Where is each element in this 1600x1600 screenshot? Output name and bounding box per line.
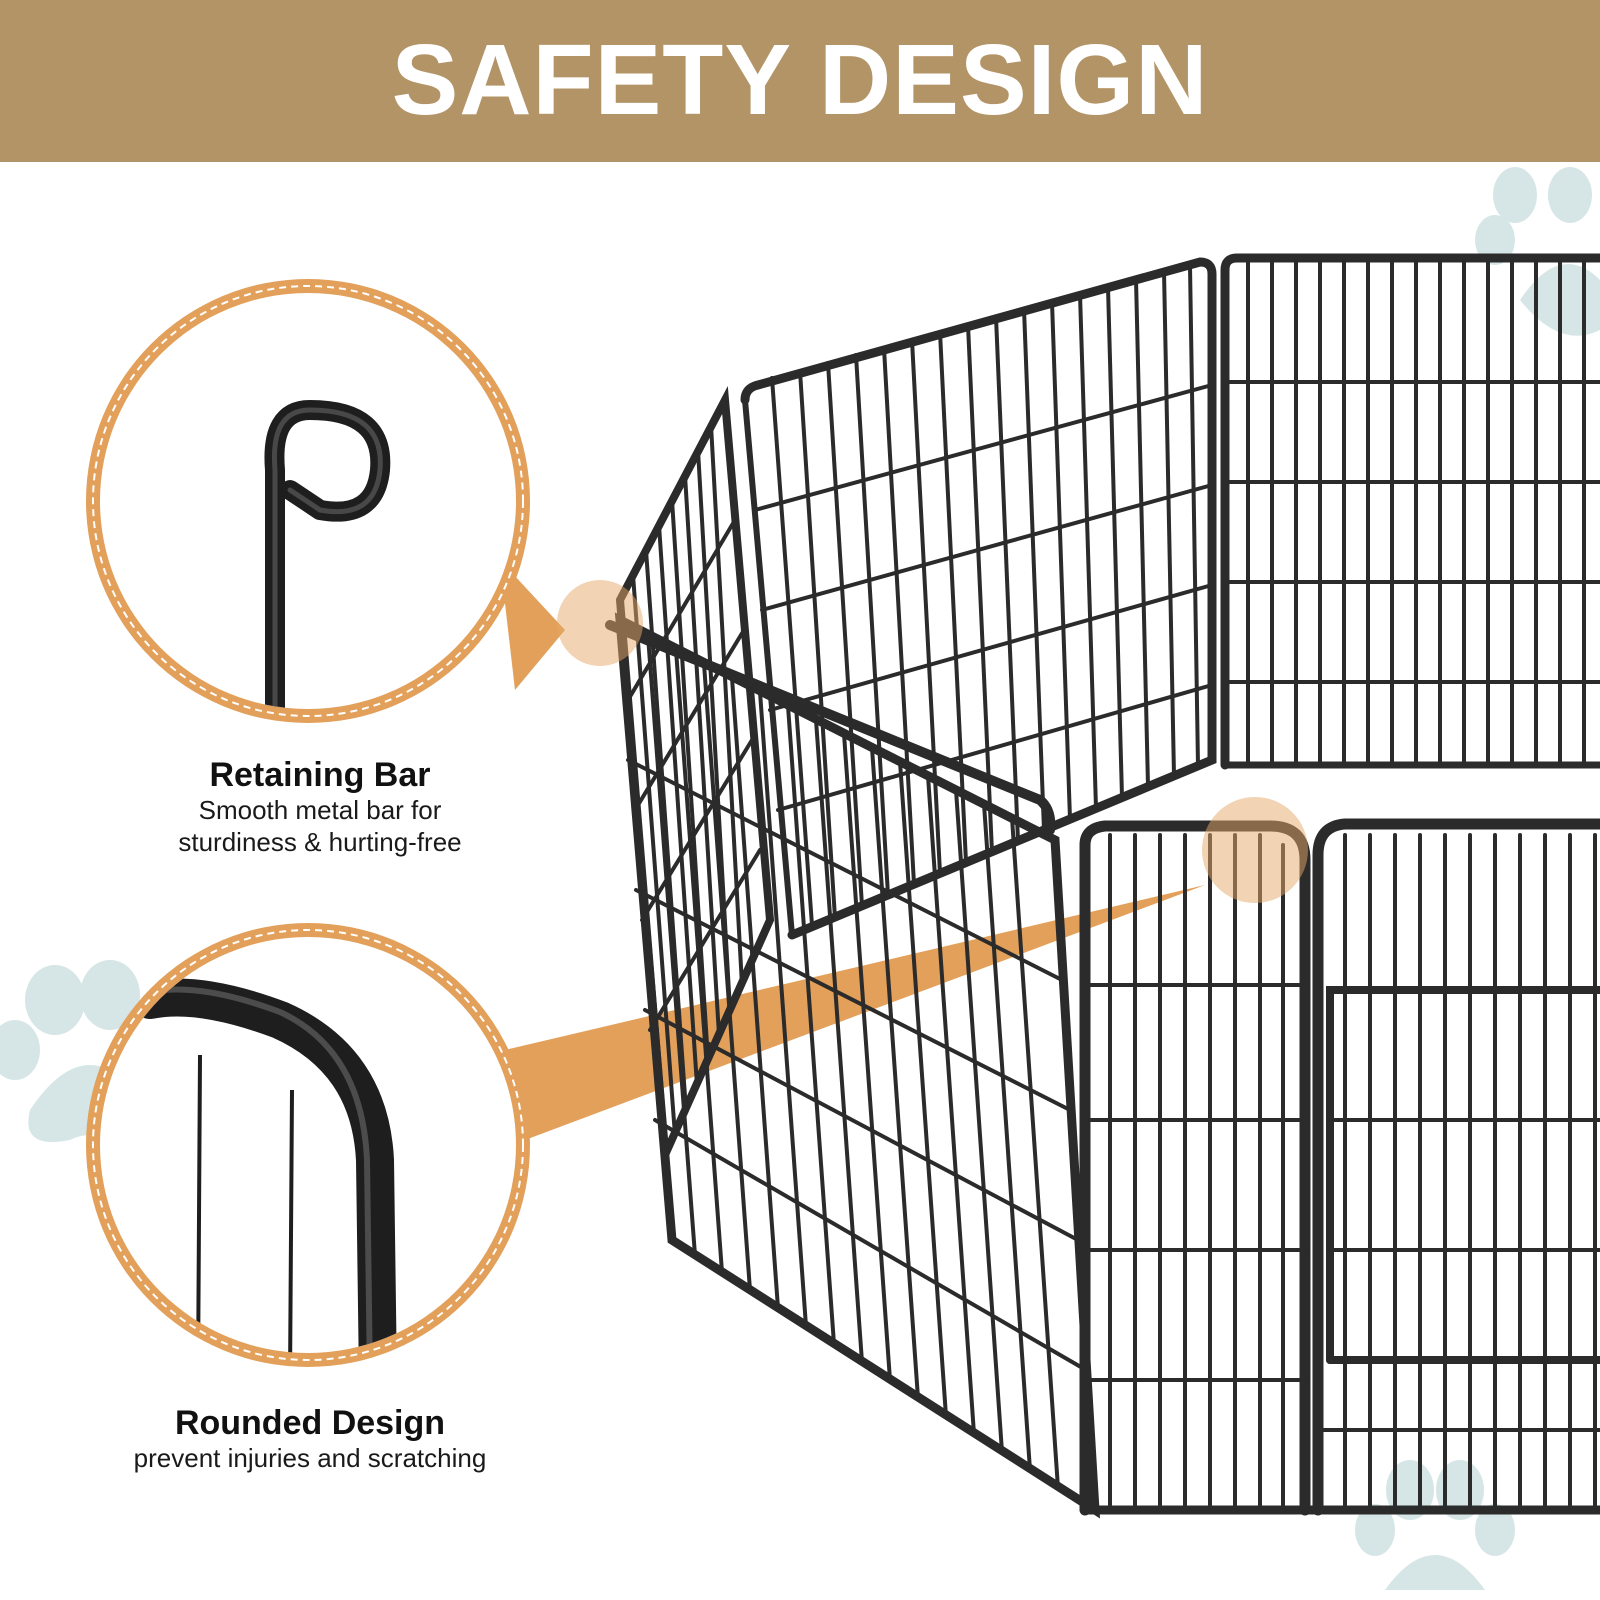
fence-panel — [615, 386, 775, 1157]
page-title: SAFETY DESIGN — [391, 23, 1209, 136]
feature-description: Smooth metal bar for sturdiness & hurtin… — [178, 795, 462, 857]
rounded-design-callout — [86, 923, 530, 1367]
retaining-bar-callout — [86, 279, 530, 723]
retaining-bar-hook-icon — [264, 400, 391, 709]
highlight-spot — [1202, 797, 1308, 903]
fence-panel — [740, 257, 1217, 940]
fence-panel — [1220, 253, 1600, 770]
callout-pointer — [505, 885, 1205, 1140]
fence-panel — [1080, 818, 1600, 1516]
retaining-bar-caption: Retaining Bar Smooth metal bar for sturd… — [120, 756, 520, 858]
feature-title: Rounded Design — [174, 1404, 446, 1442]
feature-title: Retaining Bar — [209, 756, 431, 794]
highlight-spot — [557, 580, 643, 666]
paw-print-icon — [1355, 1460, 1515, 1590]
rounded-design-caption: Rounded Design prevent injuries and scra… — [90, 1404, 530, 1474]
playpen-fence — [605, 253, 1600, 1519]
fence-panel — [1079, 820, 1311, 1516]
rounded-corner-icon — [131, 978, 397, 1353]
feature-description: prevent injuries and scratching — [133, 1443, 487, 1473]
callout-pointer — [500, 560, 565, 690]
header-banner: SAFETY DESIGN — [0, 0, 1600, 162]
